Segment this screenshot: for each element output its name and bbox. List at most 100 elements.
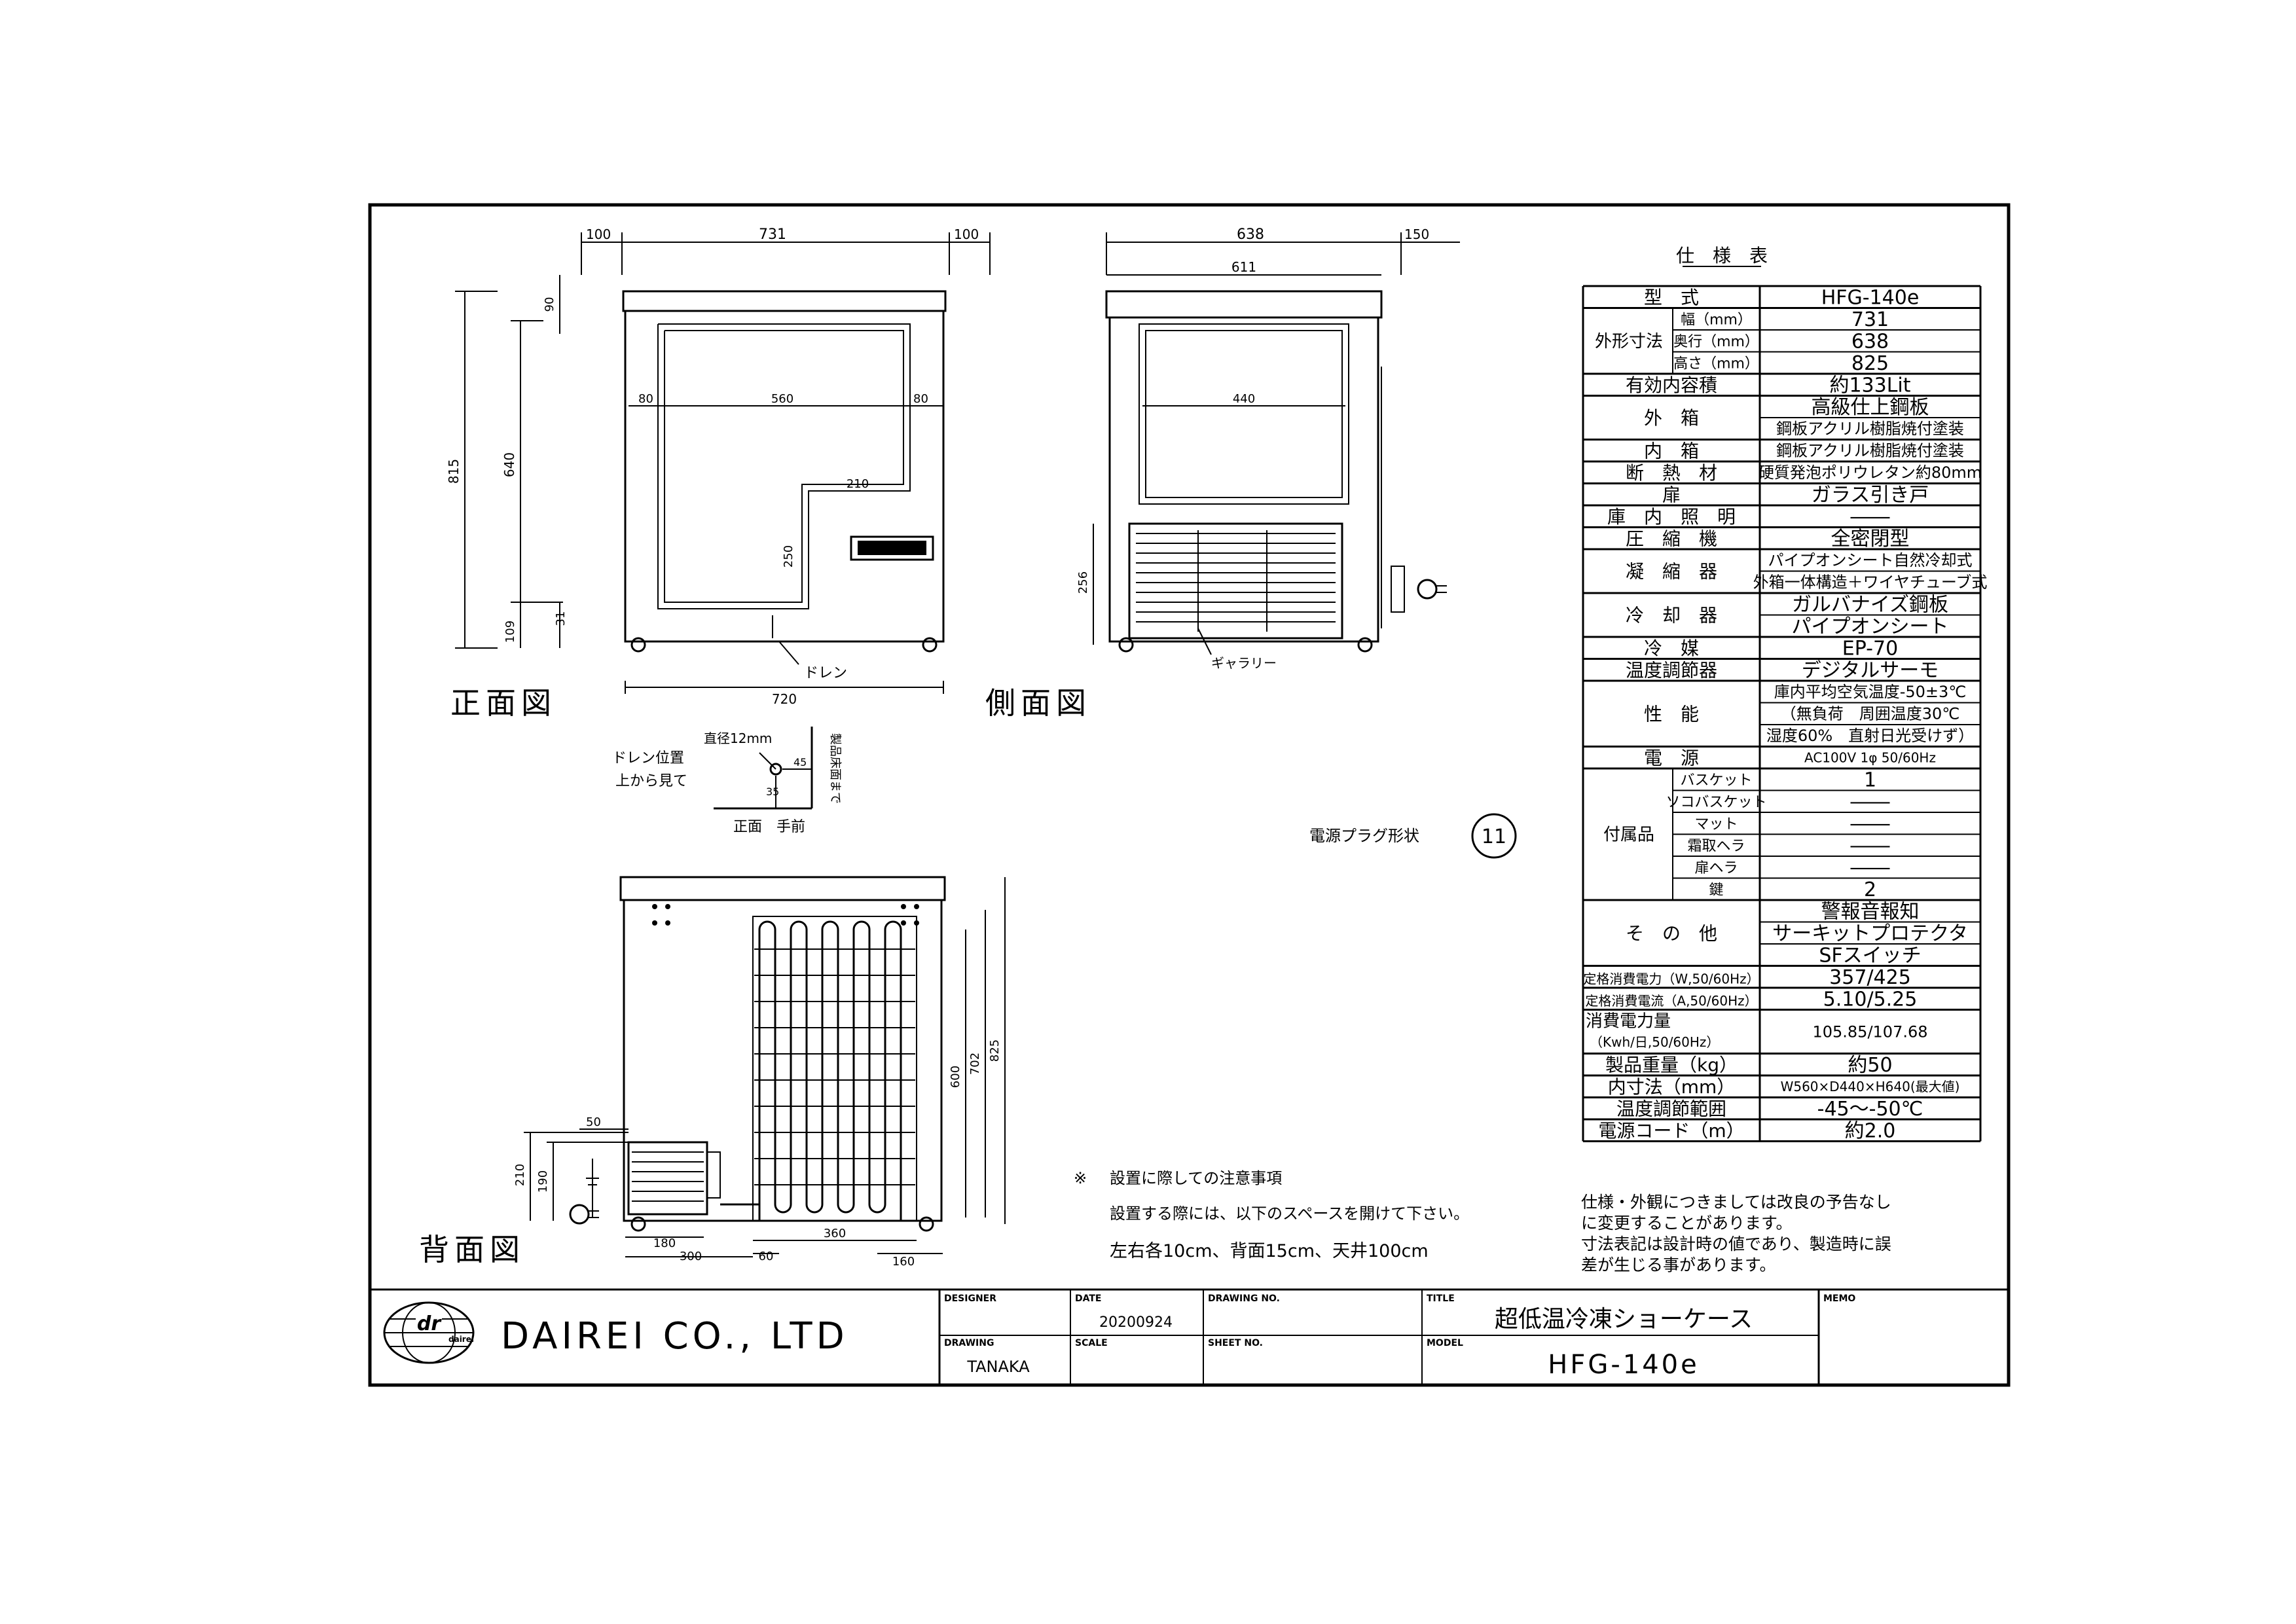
drawing-value: TANAKA: [966, 1358, 1030, 1376]
spec-row-label: 有効内容積: [1626, 374, 1717, 396]
spec-row-sublabel: マット: [1694, 816, 1738, 833]
spec-row-sublabel: 鍵: [1709, 882, 1723, 898]
install-note-line2: 左右各10cm、背面15cm、天井100cm: [1110, 1241, 1429, 1261]
model-label: MODEL: [1427, 1338, 1463, 1348]
dim-back-190: 190: [536, 1170, 550, 1193]
spec-row-value: ――: [1851, 812, 1890, 835]
spec-row-value: 約50: [1848, 1054, 1892, 1077]
dim-side-611: 611: [1231, 259, 1256, 275]
spec-row-label: 電 源: [1644, 747, 1699, 768]
spec-row-label-sub: （Kwh/日,50/60Hz）: [1590, 1034, 1719, 1050]
spec-row-sublabel: 霜取ヘラ: [1687, 838, 1745, 854]
dim-back-160: 160: [892, 1255, 915, 1269]
plug-code-circle: [1471, 813, 1517, 859]
date-value: 20200924: [1099, 1314, 1173, 1331]
dim-front-width: 731: [759, 226, 786, 243]
sheet-no-label: SHEET NO.: [1208, 1338, 1263, 1348]
dim-front-step-210: 210: [847, 477, 869, 491]
install-note-line1: 設置する際には、以下のスペースを開けて下さい。: [1110, 1204, 1469, 1223]
spec-row-value: 警報音報知: [1821, 900, 1920, 923]
spec-row-label: 電源コード（m）: [1598, 1120, 1744, 1142]
spec-row-value: パイプオンシート自然冷却式: [1768, 551, 1973, 569]
spec-row-value: 731: [1851, 308, 1889, 331]
company-name: DAIREI CO., LTD: [501, 1315, 848, 1358]
dim-back-210: 210: [513, 1164, 527, 1186]
spec-title: 仕 様 表: [1676, 245, 1768, 266]
dim-front-height-31: 31: [554, 611, 568, 626]
dim-front-inner-560: 560: [771, 392, 793, 406]
spec-row-value: EP-70: [1842, 637, 1898, 660]
dim-side-inner-440: 440: [1233, 392, 1255, 406]
spec-row-value: 全密閉型: [1831, 528, 1910, 550]
scale-label: SCALE: [1075, 1338, 1108, 1348]
spec-row-value: HFG-140e: [1821, 286, 1920, 309]
spec-row-sublabel: 高さ（mm）: [1673, 355, 1759, 372]
drain-detail-side-note: 製品床面まで: [828, 733, 842, 804]
spec-row-value: ――: [1851, 505, 1890, 528]
plug-code: 11: [1482, 825, 1506, 848]
spec-row-sublabel: ソコバスケット: [1666, 794, 1766, 810]
drain-detail-diameter: 直径12mm: [704, 731, 772, 746]
spec-note: 仕様・外観につきましては改良の予告なし に変更することがあります。 寸法表記は設…: [1581, 1193, 1891, 1274]
spec-row-sublabel: 扉ヘラ: [1694, 860, 1738, 876]
memo-label: MEMO: [1823, 1293, 1855, 1304]
spec-row-value: 約133Lit: [1829, 374, 1910, 397]
drawing-no-label: DRAWING NO.: [1208, 1293, 1280, 1304]
dim-back-702: 702: [968, 1053, 982, 1075]
condenser-coil: [752, 916, 917, 1221]
spec-row-value: 2: [1864, 878, 1876, 901]
spec-row-label: 冷 媒: [1644, 638, 1699, 659]
dim-front-step-250: 250: [782, 545, 795, 568]
spec-row-sublabel: 幅（mm）: [1681, 312, 1752, 328]
dim-side-depth: 638: [1237, 226, 1264, 243]
dim-front-height-640: 640: [501, 452, 517, 477]
back-view: 210 190 50 180 300 60 360 160 600 702 82…: [419, 876, 1006, 1269]
logo-text: dr: [417, 1312, 442, 1335]
title-value: 超低温冷凍ショーケース: [1495, 1306, 1753, 1333]
spec-row-value: 高級仕上鋼板: [1812, 396, 1929, 419]
spec-row-label: 付属品: [1603, 825, 1654, 845]
dim-back-50: 50: [586, 1115, 601, 1129]
spec-row-value: AC100V 1φ 50/60Hz: [1804, 749, 1936, 765]
spec-row-value: （無負荷 周囲温度30℃: [1781, 705, 1960, 723]
side-view-title: 側面図: [985, 685, 1091, 721]
spec-note-line-4: 差が生じる事があります。: [1581, 1255, 1776, 1274]
dim-back-825: 825: [988, 1039, 1002, 1062]
drain-detail-front-label: 正面 手前: [733, 819, 805, 835]
drain-detail-title-1: ドレン位置: [612, 750, 684, 767]
side-view: 638 150 611 440 256: [985, 226, 1460, 721]
side-grille: [1128, 522, 1343, 640]
spec-row-value: -45～-50℃: [1817, 1098, 1923, 1121]
spec-row-value: 硬質発泡ポリウレタン約80mm: [1758, 463, 1982, 482]
spec-note-line-3: 寸法表記は設計時の値であり、製造時に誤: [1581, 1235, 1891, 1254]
spec-row-value: 105.85/107.68: [1812, 1022, 1927, 1041]
spec-row-label: 型 式: [1644, 287, 1699, 308]
spec-row-value: サーキットプロテクタ: [1772, 922, 1968, 945]
install-note: ※ 設置に際しての注意事項 設置する際には、以下のスペースを開けて下さい。 左右…: [1074, 1169, 1469, 1261]
spec-row-label: 庫 内 照 明: [1607, 506, 1736, 528]
dim-back-180: 180: [653, 1236, 676, 1250]
spec-row-value: パイプオンシート: [1792, 615, 1949, 638]
spec-note-line-2: に変更することがあります。: [1581, 1214, 1793, 1233]
sheet-border: [368, 203, 2011, 1387]
spec-row-label: 温度調節器: [1626, 659, 1717, 681]
dim-front-base-720: 720: [772, 691, 797, 707]
drain-detail-dim-b: 35: [766, 785, 779, 798]
back-view-title: 背面図: [419, 1232, 525, 1267]
spec-row-label: 定格消費電流（A,50/60Hz）: [1585, 993, 1757, 1009]
spec-row-label: 外 箱: [1644, 407, 1699, 429]
date-label: DATE: [1075, 1293, 1101, 1304]
company-logo: dr dairei: [383, 1301, 475, 1364]
spec-row-value: 鋼板アクリル樹脂焼付塗装: [1776, 420, 1964, 438]
install-note-heading: 設置に際しての注意事項: [1110, 1169, 1282, 1187]
dim-back-60: 60: [759, 1250, 774, 1263]
spec-row-label: 製品重量（kg）: [1605, 1054, 1738, 1075]
label-drain: ドレン: [804, 665, 847, 681]
spec-row-label: 圧 縮 機: [1626, 528, 1717, 549]
front-view: 100 731 100 80 560 80 210 250 720 ドレン: [446, 226, 991, 721]
plug-label: 電源プラグ形状: [1309, 827, 1419, 845]
front-view-title: 正面図: [450, 685, 556, 721]
spec-row-label: 扉: [1662, 484, 1681, 505]
spec-row-value: 825: [1851, 352, 1889, 375]
